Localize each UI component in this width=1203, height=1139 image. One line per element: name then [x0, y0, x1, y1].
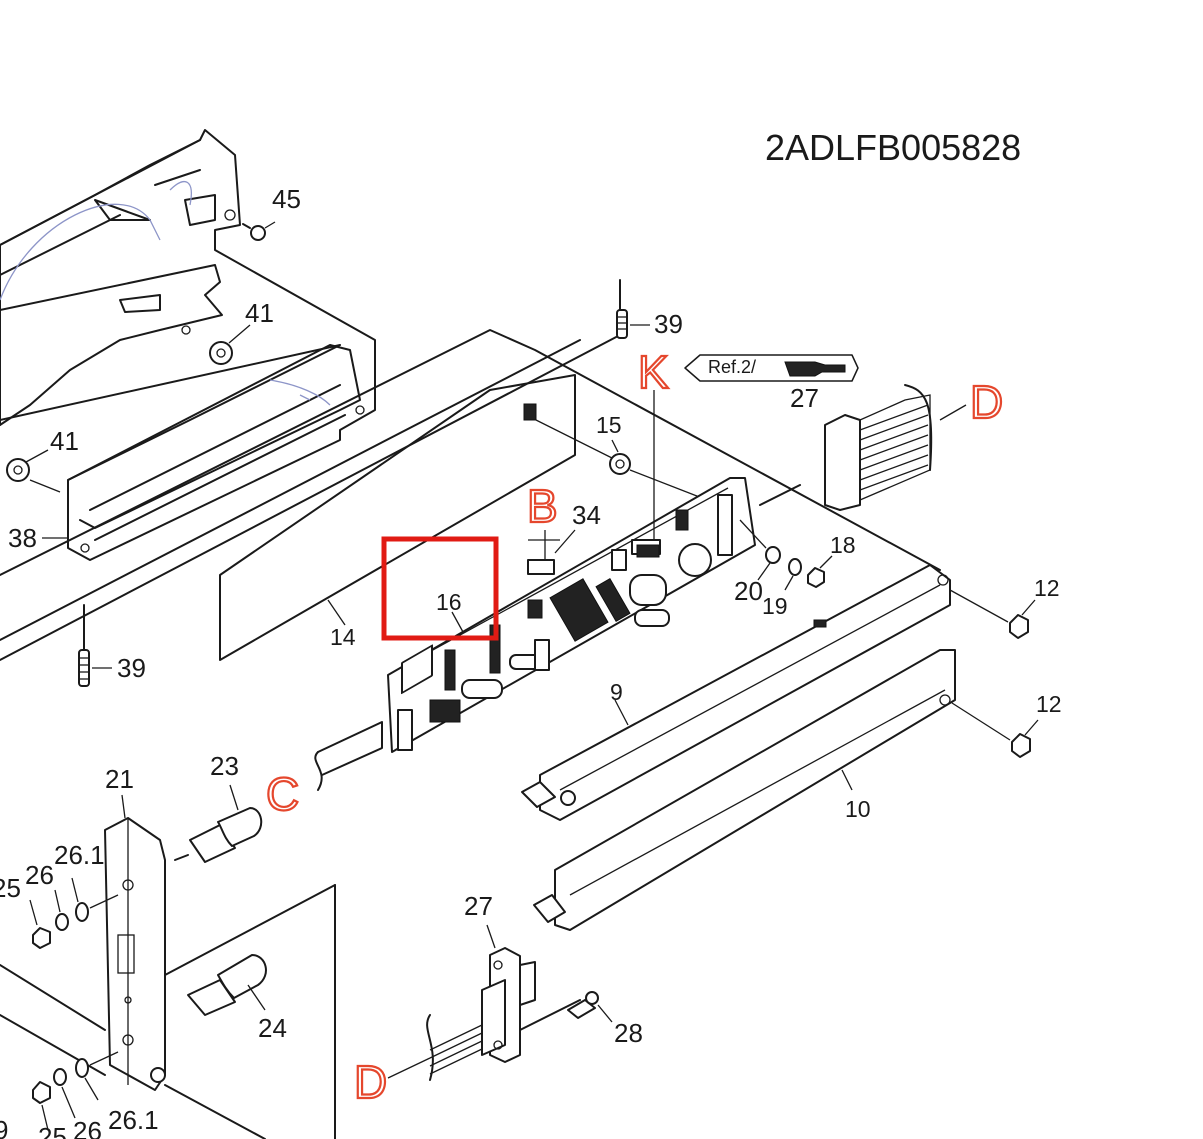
callout-34: 34	[572, 500, 601, 530]
screw-45	[242, 221, 276, 241]
nut-12-upper	[949, 589, 1036, 639]
callout-20: 20	[734, 576, 763, 606]
bracket-21	[0, 794, 266, 1139]
callout-9-lower-edge: 9	[0, 1115, 8, 1139]
circuit-board-16	[387, 477, 756, 753]
callout-16: 16	[436, 589, 462, 615]
callout-26-upper: 26	[25, 860, 54, 890]
upper-bracket-assembly	[0, 129, 376, 561]
ref-tag[interactable]	[684, 354, 859, 382]
nut-12-lower	[951, 702, 1039, 758]
callout-26-1-lower: 26.1	[108, 1105, 159, 1135]
callout-12-upper: 12	[1034, 575, 1060, 601]
jumper-34	[527, 529, 576, 575]
screw-39-bottom	[78, 604, 112, 687]
screw-28	[567, 991, 613, 1023]
callout-10: 10	[845, 796, 871, 822]
connector-27-lower	[387, 924, 581, 1081]
callout-19: 19	[762, 593, 788, 619]
pin-23	[174, 784, 263, 863]
washer-20	[739, 519, 781, 581]
spacer-15	[535, 419, 721, 506]
callout-39-bottom: 39	[117, 653, 146, 683]
callout-23: 23	[210, 751, 239, 781]
callout-41-lower: 41	[50, 426, 79, 456]
hardware-lower-left	[32, 1051, 119, 1131]
connector-27-upper	[759, 384, 967, 511]
callout-39-top: 39	[654, 309, 683, 339]
connector-letter-b: B	[527, 480, 558, 532]
callout-18: 18	[830, 532, 856, 558]
frame-edge	[164, 884, 336, 976]
nut-18	[807, 555, 833, 588]
washer-41-upper	[209, 324, 251, 365]
callout-24: 24	[258, 1013, 287, 1043]
screw-39-top	[616, 309, 650, 339]
highlight-box	[381, 536, 499, 641]
callout-27-lower: 27	[464, 891, 493, 921]
callout-38: 38	[8, 523, 37, 553]
callout-9: 9	[610, 679, 623, 705]
connector-letter-d-lower: D	[354, 1056, 387, 1108]
rail-9	[521, 564, 951, 821]
pointing-hand-icon	[784, 361, 846, 377]
washer-19	[784, 558, 802, 591]
callout-45: 45	[272, 184, 301, 214]
hardware-upper-left	[29, 877, 119, 949]
callout-28: 28	[614, 1018, 643, 1048]
pin-24	[187, 954, 267, 1016]
callout-25-lower: 25	[38, 1122, 67, 1139]
ref-tag-label: Ref.2/	[708, 357, 756, 377]
callout-26-1-upper: 26.1	[54, 840, 105, 870]
drawing-number: 2ADLFB005828	[765, 127, 1021, 168]
callout-41-upper: 41	[245, 298, 274, 328]
callout-14: 14	[330, 624, 356, 650]
callout-25-upper: 25	[0, 873, 21, 903]
callout-21: 21	[105, 764, 134, 794]
callout-15: 15	[596, 412, 622, 438]
callout-26-lower: 26	[73, 1116, 102, 1139]
rail-10	[533, 649, 956, 931]
callout-12-lower: 12	[1036, 691, 1062, 717]
washer-41-lower	[6, 449, 61, 493]
callout-27-upper: 27	[790, 383, 819, 413]
connector-letter-d-upper: D	[970, 376, 1003, 428]
flat-cable-c	[314, 721, 383, 791]
connector-letter-k: K	[638, 346, 669, 398]
connector-letter-c: C	[266, 768, 299, 820]
